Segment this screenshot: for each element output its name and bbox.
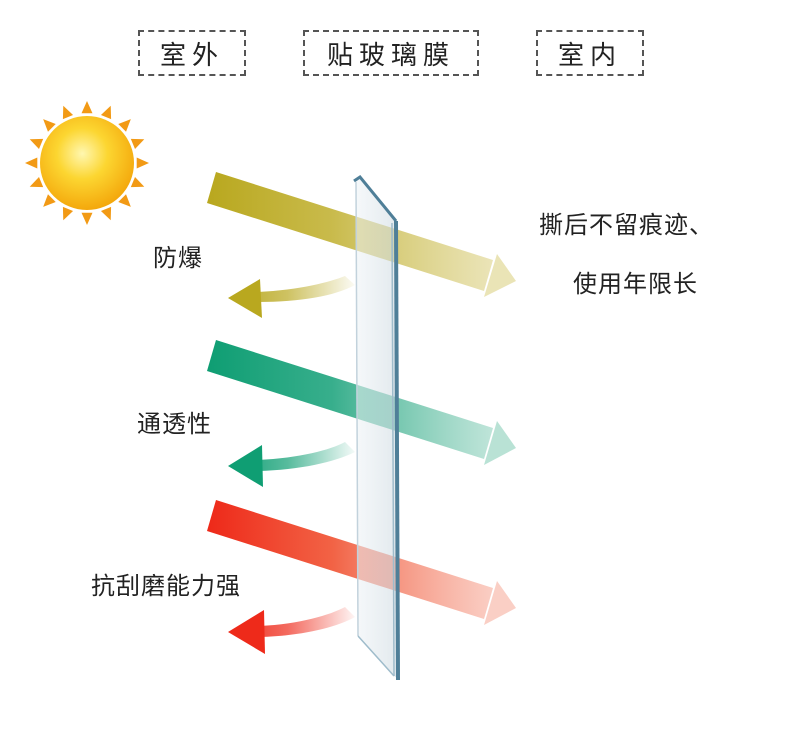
sun-ray	[62, 206, 74, 221]
forward-ray-yellow	[207, 172, 516, 297]
sun-ray	[130, 176, 145, 188]
sun-ray	[29, 176, 44, 188]
forward-ray-green	[207, 340, 516, 465]
header-film-label: 贴玻璃膜	[326, 40, 455, 71]
sun-ray	[25, 157, 38, 169]
feature-transparency: 通透性	[137, 410, 212, 438]
header-outdoor-label: 室外	[159, 40, 224, 71]
feature-scratch-resistant: 抗刮磨能力强	[91, 572, 241, 600]
sun-ray	[81, 101, 93, 114]
reflect-ray-green	[228, 442, 355, 487]
sun-ray	[43, 119, 56, 132]
header-film: 贴玻璃膜	[303, 30, 479, 76]
header-outdoor: 室外	[138, 30, 246, 76]
sun-ray	[62, 105, 74, 120]
sun-ray	[118, 119, 131, 132]
sun-ray	[130, 138, 145, 150]
sun-ray	[43, 194, 56, 207]
sun-ray	[100, 105, 112, 120]
reflect-ray-yellow	[228, 276, 355, 318]
benefit-line-2: 使用年限长	[573, 270, 698, 298]
glass-pane-icon	[353, 174, 400, 681]
sun-icon	[25, 101, 149, 225]
sun-ray	[118, 194, 131, 207]
header-indoor: 室内	[536, 30, 644, 76]
feature-explosion-proof: 防爆	[153, 244, 203, 272]
header-indoor-label: 室内	[557, 40, 622, 71]
sun-ray	[136, 157, 149, 169]
sun-ray	[29, 138, 44, 150]
benefit-line-1: 撕后不留痕迹、	[539, 211, 714, 239]
sun-ray	[100, 206, 112, 221]
sun-ray	[81, 212, 93, 225]
forward-ray-red	[207, 500, 516, 625]
reflect-ray-red	[228, 607, 355, 654]
